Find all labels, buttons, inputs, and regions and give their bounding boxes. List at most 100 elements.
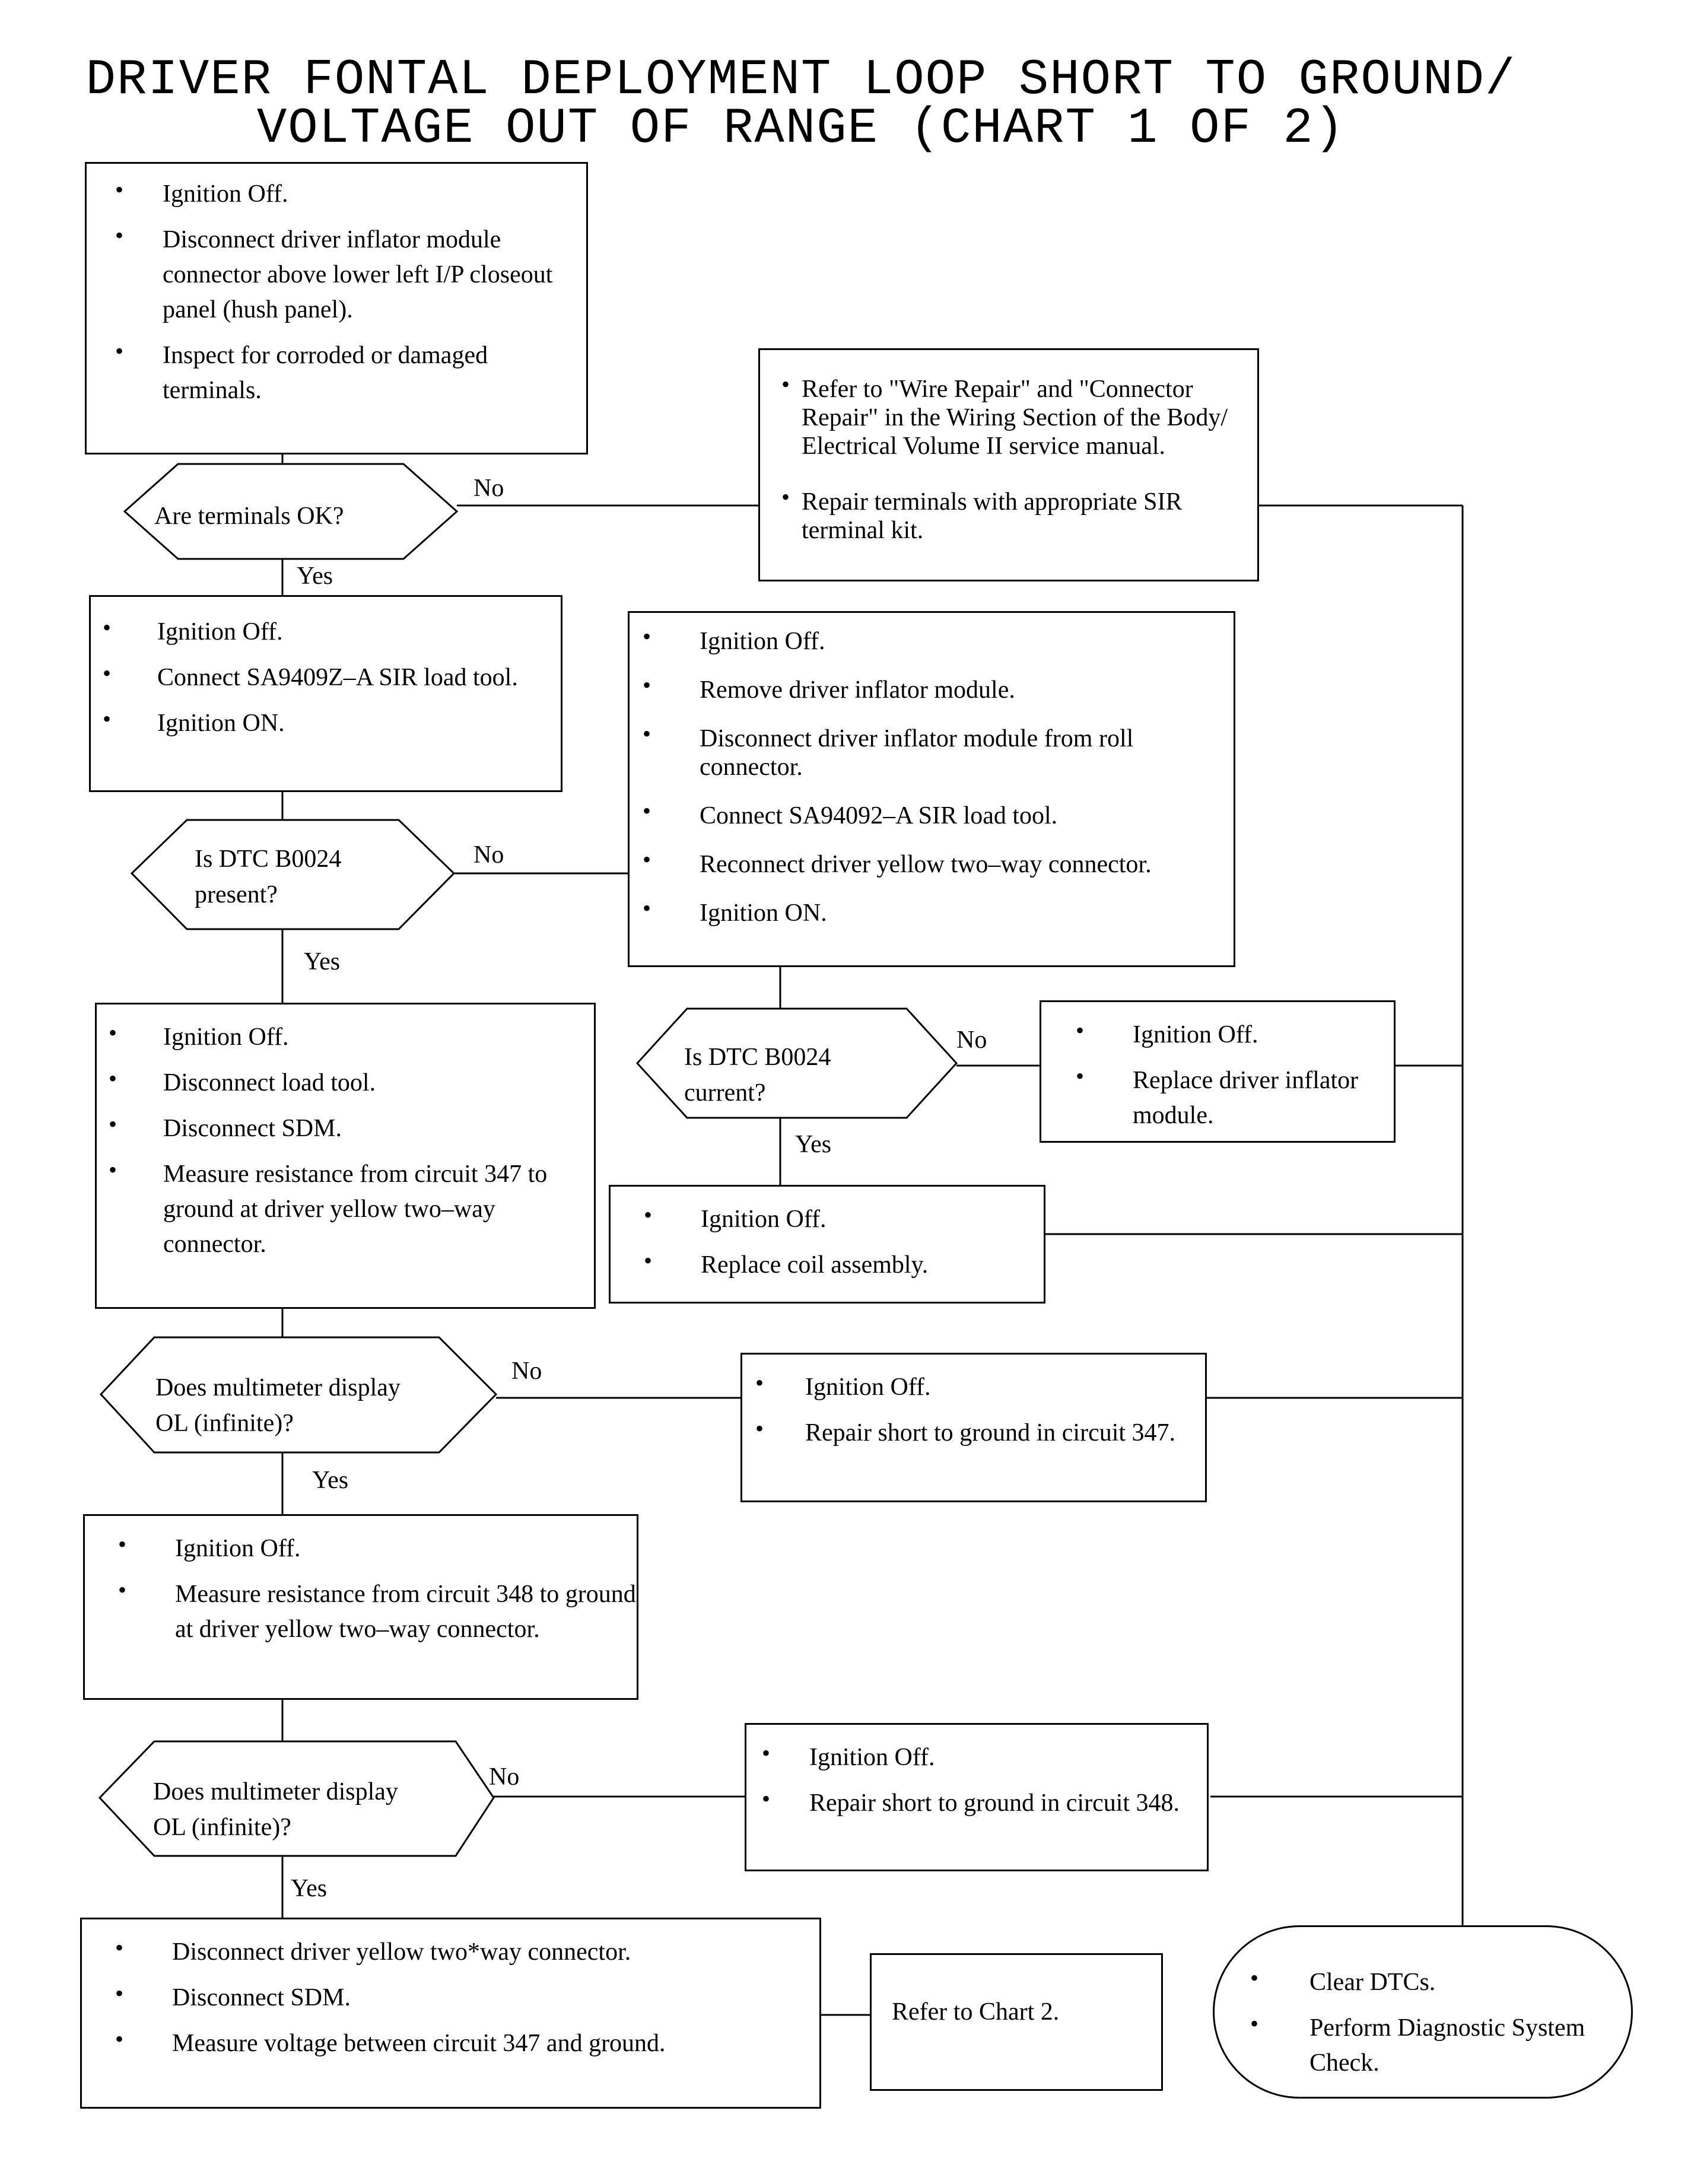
edge-label-no-2: No bbox=[473, 841, 504, 869]
step-item: •Ignition Off. bbox=[1076, 1017, 1394, 1053]
edge-label-yes-4: Yes bbox=[312, 1467, 349, 1494]
step-item: •Perform Diagnostic System Check. bbox=[1250, 2010, 1631, 2081]
step-item: •Measure voltage between circuit 347 and… bbox=[115, 2026, 819, 2061]
step-item: • Measure resistance from circuit 348 to … bbox=[118, 1576, 637, 1647]
bullet-icon: • bbox=[643, 672, 651, 698]
step-list: •Ignition Off. • Replace driver inflator m… bbox=[1076, 1017, 1394, 1133]
step-text: Reconnect driver yellow two–way connecto… bbox=[700, 851, 1152, 878]
step-item: •Ignition Off. bbox=[103, 614, 561, 650]
step-item: •Replace coil assembly. bbox=[644, 1247, 1044, 1283]
step-text: Ignition Off. bbox=[175, 1535, 301, 1562]
title-line-1: DRIVER FONTAL DEPLOYMENT LOOP SHORT TO G… bbox=[85, 52, 1517, 109]
step-list: •Ignition Off. • Connect SA9409Z–A SIR loa… bbox=[103, 614, 561, 741]
step-item: •Disconnect driver inflator module conne… bbox=[115, 222, 586, 328]
bullet-icon: • bbox=[1076, 1063, 1085, 1089]
bullet-icon: • bbox=[755, 1369, 764, 1396]
bullet-icon: • bbox=[643, 895, 651, 921]
step-item: • Repair terminals with appropriate SIR t… bbox=[781, 484, 1239, 545]
step-list: •Ignition Off. • Repair short to ground in… bbox=[762, 1740, 1207, 1821]
step-item: •Ignition Off. bbox=[109, 1019, 594, 1055]
step-text: Disconnect SDM. bbox=[163, 1115, 342, 1142]
decision-shape-ol-348 bbox=[98, 1740, 495, 1857]
bullet-icon: • bbox=[115, 338, 124, 364]
step-item: • Ignition Off. bbox=[643, 623, 1234, 656]
step-item: • Reconnect driver yellow two–way connect… bbox=[643, 846, 1234, 879]
step-text: Connect SA94092–A SIR load tool. bbox=[700, 802, 1058, 829]
bullet-icon: • bbox=[1250, 1964, 1259, 1991]
step-text: Repair short to ground in circuit 348. bbox=[809, 1789, 1180, 1817]
step-text: Replace driver inflator module. bbox=[1133, 1067, 1359, 1129]
edge-label-yes-2: Yes bbox=[304, 948, 341, 975]
step-list: • Ignition Off. • Remove driver inflator mo… bbox=[643, 623, 1234, 927]
step-list: •Ignition Off. •Replace coil assembly. bbox=[644, 1201, 1044, 1283]
step-box-replace-inflator: •Ignition Off. • Replace driver inflator m… bbox=[1040, 1000, 1396, 1143]
step-text: Inspect for corroded or damaged terminal… bbox=[163, 342, 488, 404]
bullet-icon: • bbox=[118, 1576, 127, 1603]
bullet-icon: • bbox=[781, 371, 790, 398]
bullet-icon: • bbox=[643, 846, 651, 873]
edge-label-yes-3: Yes bbox=[795, 1131, 832, 1158]
step-item: •Ignition Off. bbox=[118, 1531, 637, 1566]
end-terminal-box: • Clear DTCs. •Perform Diagnostic System C… bbox=[1213, 1925, 1633, 2099]
decision-dtc-present: Is DTC B0024 present? bbox=[195, 845, 342, 908]
step-item: • Connect SA9409Z–A SIR load tool. bbox=[103, 660, 561, 695]
bullet-icon: • bbox=[1250, 2010, 1259, 2037]
bullet-icon: • bbox=[109, 1019, 117, 1046]
step-text: Ignition Off. bbox=[805, 1374, 931, 1401]
step-box-remove-inflator: • Ignition Off. • Remove driver inflator mo… bbox=[628, 611, 1235, 967]
decision-dtc-current: Is DTC B0024 current? bbox=[684, 1044, 831, 1107]
bullet-icon: • bbox=[103, 660, 112, 686]
step-text: Repair short to ground in circuit 347. bbox=[805, 1419, 1176, 1447]
bullet-icon: • bbox=[643, 623, 651, 650]
step-item: •Ignition Off. bbox=[762, 1740, 1207, 1775]
edge-label-no-4: No bbox=[511, 1358, 542, 1385]
step-item: • Remove driver inflator module. bbox=[643, 672, 1234, 704]
edge-label-yes-1: Yes bbox=[297, 562, 333, 590]
step-box-replace-coil: •Ignition Off. •Replace coil assembly. bbox=[609, 1185, 1045, 1304]
bullet-icon: • bbox=[109, 1065, 117, 1092]
step-item: •Disconnect driver yellow two*way connec… bbox=[115, 1934, 819, 1970]
step-item: •Measure resistance from circuit 347 to … bbox=[109, 1156, 594, 1262]
step-text: Ignition Off. bbox=[700, 628, 825, 655]
step-item: •Repair short to ground in circuit 347. bbox=[755, 1415, 1205, 1451]
step-item: • Disconnect driver inflator module from … bbox=[643, 720, 1234, 781]
step-box-connect-load-tool: •Ignition Off. • Connect SA9409Z–A SIR loa… bbox=[89, 595, 562, 792]
step-list: •Ignition Off.•Disconnect load tool.•Dis… bbox=[109, 1019, 594, 1262]
bullet-icon: • bbox=[115, 1934, 124, 1961]
step-item: • Ignition Off. bbox=[755, 1369, 1205, 1405]
bullet-icon: • bbox=[115, 1980, 124, 2007]
bullet-icon: • bbox=[762, 1785, 771, 1812]
step-box-measure-348: •Ignition Off. • Measure resistance from c… bbox=[83, 1514, 638, 1700]
step-box-repair-348: •Ignition Off. • Repair short to ground in… bbox=[745, 1723, 1209, 1871]
step-text: Clear DTCs. bbox=[1309, 1969, 1436, 1996]
bullet-icon: • bbox=[643, 720, 651, 747]
decision-shape-terminals-ok bbox=[123, 463, 459, 560]
step-text: Repair terminals with appropriate SIR te… bbox=[802, 488, 1183, 544]
step-item: •Ignition Off. bbox=[644, 1201, 1044, 1237]
step-item: • Refer to "Wire Repair" and "Connector R… bbox=[781, 371, 1239, 460]
bullet-icon: • bbox=[109, 1156, 117, 1183]
step-text: Connect SA9409Z–A SIR load tool. bbox=[157, 664, 518, 691]
step-item: •Ignition ON. bbox=[103, 705, 561, 741]
step-text: Remove driver inflator module. bbox=[700, 676, 1015, 704]
step-text: Refer to "Wire Repair" and "Connector Re… bbox=[802, 376, 1228, 460]
step-list: •Ignition Off.•Disconnect driver inflato… bbox=[115, 176, 586, 408]
step-text: Ignition ON. bbox=[700, 899, 827, 927]
step-text: Disconnect driver inflator module from r… bbox=[700, 725, 1134, 781]
step-text: Disconnect driver inflator module connec… bbox=[163, 226, 553, 323]
step-list: • Refer to "Wire Repair" and "Connector R… bbox=[781, 371, 1239, 545]
refer-chart-2-box: Refer to Chart 2. bbox=[870, 1953, 1163, 2091]
title-line-2: VOLTAGE OUT OF RANGE (CHART 1 OF 2) bbox=[256, 101, 1346, 157]
bullet-icon: • bbox=[644, 1247, 653, 1274]
bullet-icon: • bbox=[103, 705, 112, 732]
step-text: Disconnect load tool. bbox=[163, 1069, 376, 1096]
edge-label-yes-5: Yes bbox=[291, 1875, 328, 1902]
decision-shape-ol-347 bbox=[99, 1336, 498, 1454]
step-text: Measure resistance from circuit 348 to g… bbox=[175, 1581, 636, 1643]
bullet-icon: • bbox=[781, 484, 790, 510]
edge-label-no-5: No bbox=[489, 1763, 520, 1791]
step-text: Ignition Off. bbox=[809, 1744, 935, 1771]
decision-ol-circuit-347: Does multimeter display OL (infinite)? bbox=[155, 1374, 401, 1437]
bullet-icon: • bbox=[109, 1111, 117, 1137]
